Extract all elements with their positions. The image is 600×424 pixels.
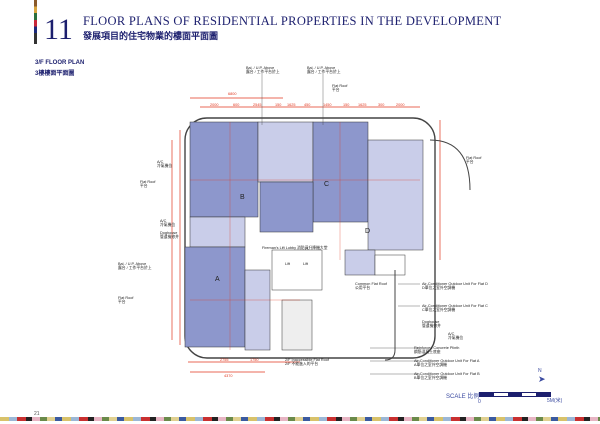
chapter-number: 11 bbox=[44, 13, 73, 46]
label-firemans-lift: Fireman's Lift Lobby 消防員升降機大堂 bbox=[262, 246, 328, 250]
dimension-top-4: 150 bbox=[275, 103, 282, 107]
dimension-top-10: 300 bbox=[378, 103, 385, 107]
lift-1-label: Lift bbox=[285, 262, 291, 266]
color-strip-vertical bbox=[34, 0, 37, 44]
flat-a-label: A bbox=[215, 276, 220, 283]
dimension-top-1: 2000 bbox=[210, 103, 219, 107]
lift-2-label: Lift bbox=[303, 262, 309, 266]
page-subtitle: 發展項目的住宅物業的樓面平面圖 bbox=[83, 31, 219, 41]
scale-end: 5M(米) bbox=[547, 398, 563, 404]
dimension-top-3: 2545 bbox=[253, 103, 262, 107]
dimension-overall: 6800 bbox=[228, 92, 237, 96]
scale-bar bbox=[479, 392, 551, 397]
dimension-top-5: 1625 bbox=[287, 103, 296, 107]
dimension-bottom-2: 1750 bbox=[250, 358, 259, 362]
page-number: 21 bbox=[34, 411, 40, 417]
dimension-top-11: 2000 bbox=[396, 103, 405, 107]
dimension-top-6: 450 bbox=[304, 103, 311, 107]
dimension-top-2: 600 bbox=[233, 103, 240, 107]
dimension-bottom-1: 2755 bbox=[220, 358, 229, 362]
dimension-top-8: 150 bbox=[343, 103, 350, 107]
dimension-top-7: 1450 bbox=[323, 103, 332, 107]
dimension-bottom-3: 4370 bbox=[224, 374, 233, 378]
scale-label: SCALE 比例 bbox=[446, 394, 480, 400]
color-strip-footer bbox=[0, 417, 600, 421]
flat-c-label: C bbox=[324, 181, 330, 188]
north-arrow-icon: ➤ bbox=[538, 374, 546, 384]
dimension-top-9: 1625 bbox=[358, 103, 367, 107]
plan-title-zh: 3樓樓面平面圖 bbox=[35, 71, 75, 77]
north-arrow: N➤ bbox=[538, 368, 546, 384]
flat-d-label: D bbox=[365, 228, 371, 235]
page-title: FLOOR PLANS OF RESIDENTIAL PROPERTIES IN… bbox=[83, 14, 502, 28]
scale-start: 0 bbox=[478, 399, 481, 405]
flat-b-label: B bbox=[240, 194, 245, 201]
plan-title: 3/F FLOOR PLAN bbox=[35, 60, 85, 66]
